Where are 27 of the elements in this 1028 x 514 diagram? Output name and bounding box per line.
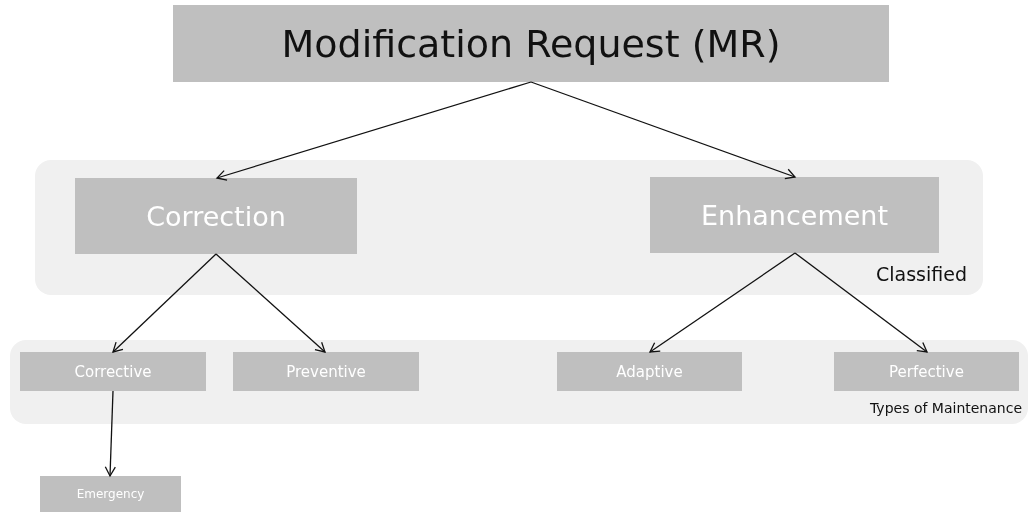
node-label: Adaptive: [616, 362, 683, 381]
type-box: [233, 352, 419, 391]
node-label: Preventive: [286, 362, 366, 381]
arrow: [112, 253, 217, 353]
node-label: Enhancement: [701, 199, 888, 231]
arrow: [216, 81, 532, 181]
node-label: Correction: [146, 200, 286, 232]
group-label: Types of Maintenance: [870, 400, 1022, 416]
category-box: [650, 177, 939, 253]
type-box: [20, 352, 206, 391]
node-label: Corrective: [74, 362, 152, 381]
group-panel: [10, 340, 1028, 424]
group-label: Classified: [876, 263, 967, 285]
arrow: [215, 253, 326, 353]
title-box: [173, 5, 889, 82]
group-panel: [35, 160, 983, 295]
arrow: [530, 81, 796, 180]
node-label: Emergency: [76, 487, 145, 501]
type-box: [40, 476, 181, 512]
arrow: [794, 252, 928, 353]
category-box: [75, 178, 357, 254]
node-label: Modification Request (MR): [281, 21, 781, 66]
arrow: [649, 252, 796, 353]
arrow: [104, 390, 116, 477]
type-box: [834, 352, 1019, 391]
type-box: [557, 352, 742, 391]
node-label: Perfective: [889, 362, 964, 381]
